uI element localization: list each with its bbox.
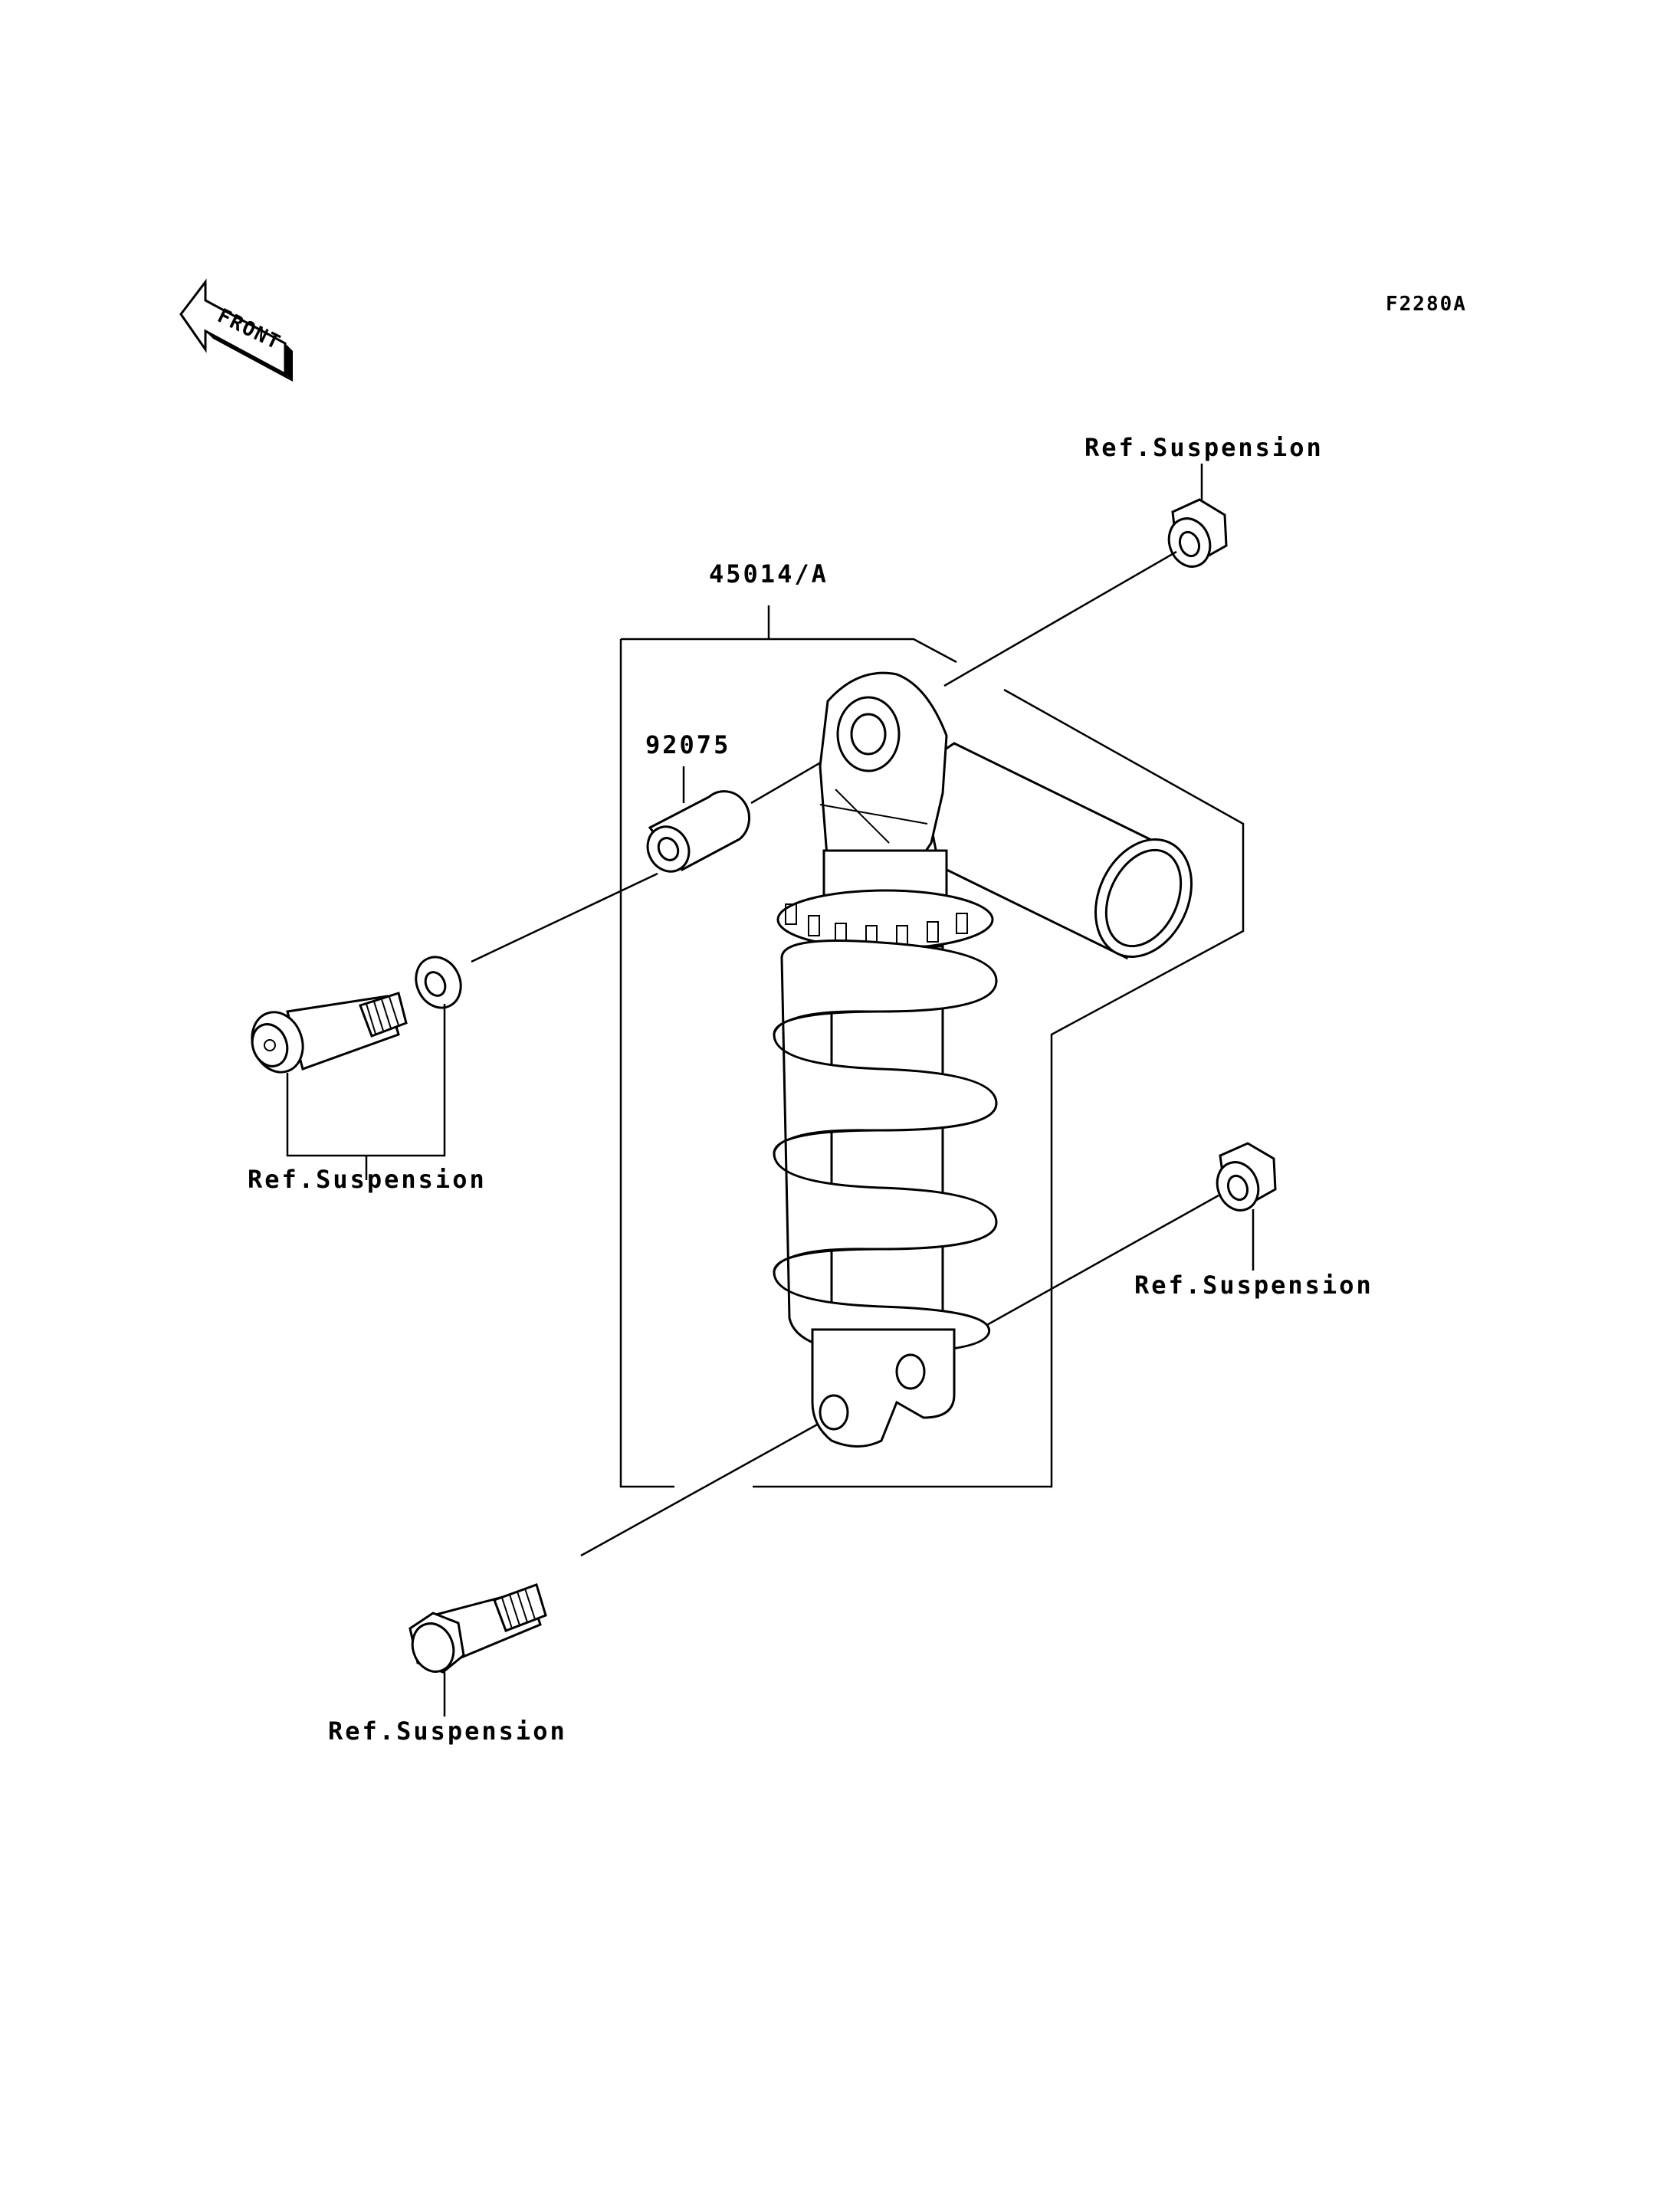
lower-nut-part (1216, 1142, 1277, 1212)
ref-lower-bolt-label: Ref.Suspension (328, 1717, 567, 1746)
collar-label: 92075 (645, 730, 730, 759)
ref-lower-nut-label: Ref.Suspension (1134, 1271, 1373, 1300)
washer-part (415, 956, 462, 1009)
collar-part (646, 790, 751, 873)
figure-code: F2280A (1386, 293, 1467, 316)
ref-top-nut-label: Ref.Suspension (1084, 433, 1324, 462)
shock-absorber-part (773, 671, 1193, 1448)
shock-assembly-label: 45014/A (709, 559, 829, 589)
lower-bolt-part (409, 1583, 547, 1674)
upper-bolt-part (251, 992, 408, 1074)
ref-upper-bolt-label: Ref.Suspension (248, 1165, 487, 1194)
top-nut-part (1167, 498, 1228, 568)
assembly-bracket (619, 605, 1245, 1488)
front-arrow-icon: FRONT (179, 278, 293, 382)
